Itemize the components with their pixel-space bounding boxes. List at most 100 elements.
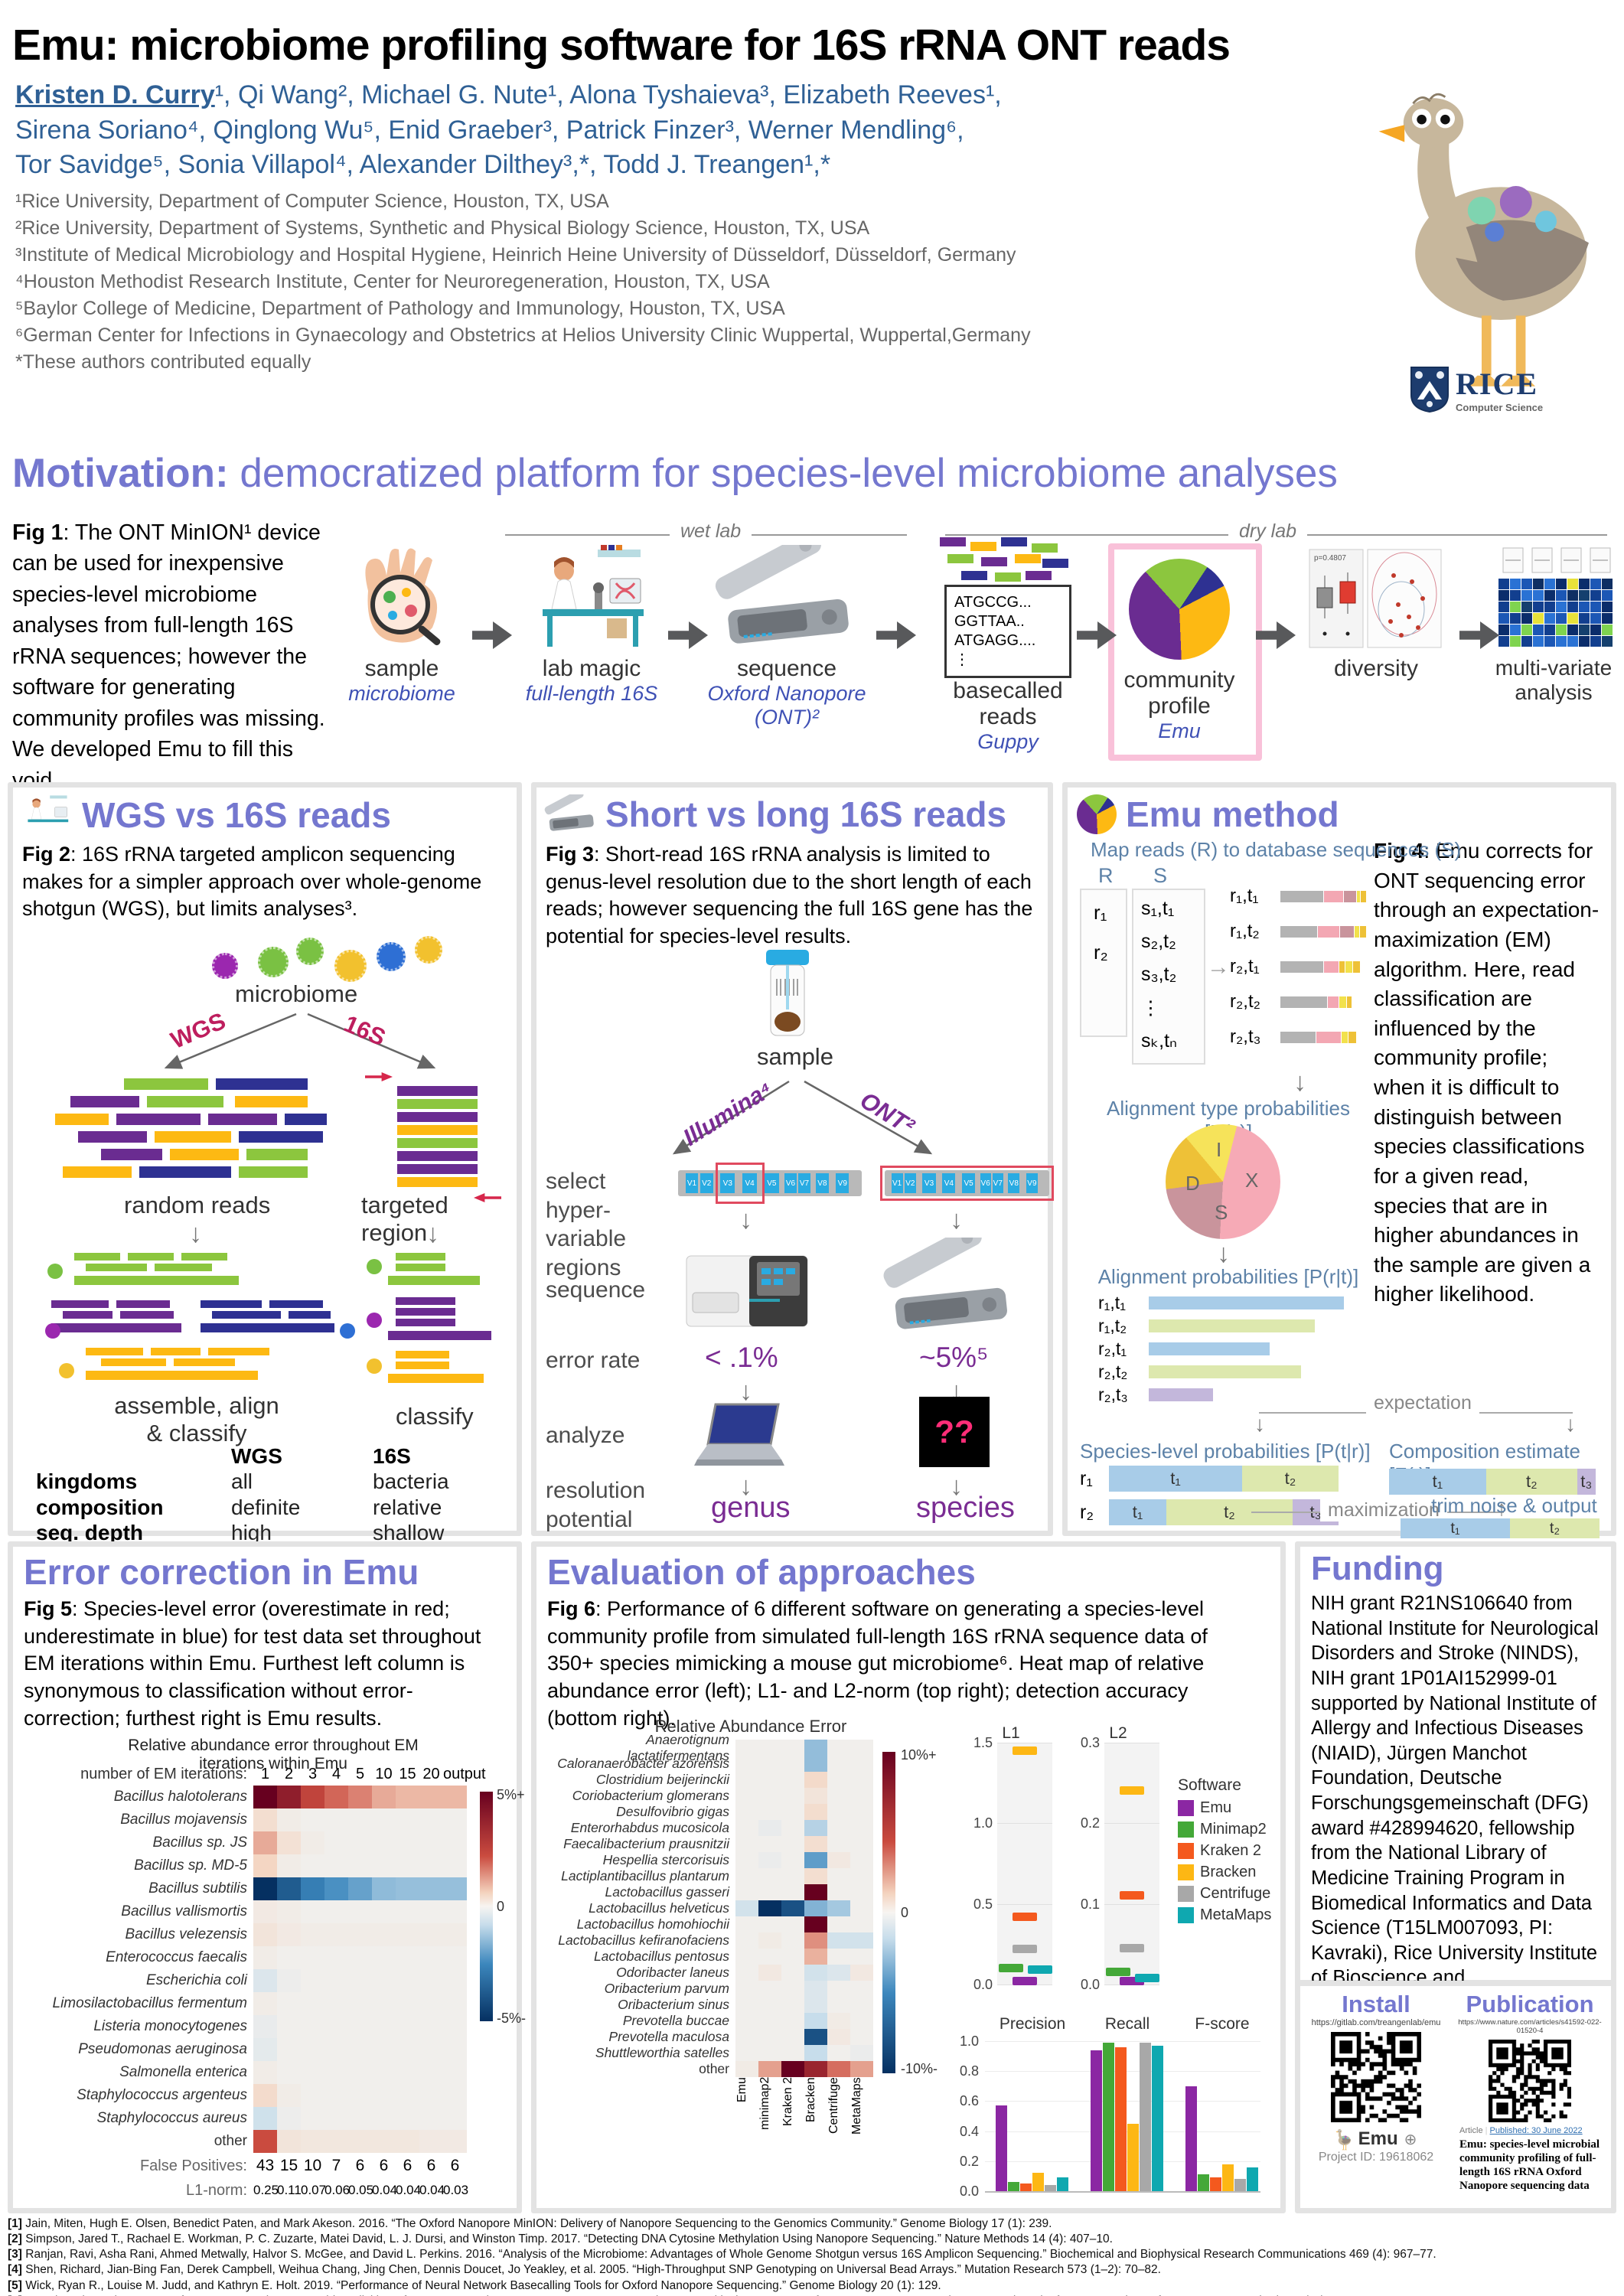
illumina-sequencer-icon: [686, 1255, 808, 1327]
alignment-row: r₁,t₁: [1230, 885, 1366, 907]
stacked-bar-segment: t₂: [1242, 1466, 1339, 1492]
alignment-row-label: r₁,t₁: [1230, 885, 1259, 906]
heatmap-cell: [735, 1997, 758, 2013]
segment-label: t₃: [1580, 1472, 1593, 1491]
heatmap-cell: [324, 1854, 348, 1877]
read-bar: [86, 1264, 147, 1271]
fig6-row-label: Prevotella buccae: [622, 2013, 729, 2028]
decorative-element: [1322, 631, 1327, 636]
read-bar: [101, 1149, 162, 1160]
fig6-row-label: Hespellia stercorisuis: [602, 1852, 729, 1867]
heatmap-cell: [850, 1740, 873, 1756]
v-region-segment: V1: [685, 1173, 699, 1193]
decorative-element: [1417, 381, 1442, 400]
heatmap-cell: [372, 1946, 396, 1969]
heatmap-cell: [781, 1868, 804, 1884]
reference-text: Simpson, Jared T., Rachael E. Workman, P…: [21, 2232, 1113, 2246]
heatmap-cell: [781, 1772, 804, 1788]
alignment-bar: [1280, 960, 1366, 973]
read-bar: [212, 1311, 281, 1319]
heatmap-cell: [372, 2061, 396, 2084]
bar: [1222, 2164, 1234, 2191]
heatmap-cell: [827, 1788, 850, 1804]
legend-chip: [1178, 1886, 1194, 1902]
decorative-element: [728, 598, 849, 644]
bar: [1198, 2174, 1209, 2191]
read-scatter: [935, 537, 1081, 585]
heatmap-cell: [804, 1916, 827, 1932]
heatmap-cell: [277, 2061, 301, 2084]
dry-lab-label: dry lab: [1228, 520, 1308, 543]
decorative-element: D: [1185, 1172, 1200, 1195]
microbe-icon: [340, 1323, 355, 1339]
decorative-element: [1498, 602, 1509, 612]
v-region-segment: V8: [1008, 1173, 1020, 1193]
heatmap-cell: [781, 1756, 804, 1772]
fig6-col-label: Bracken: [804, 2077, 817, 2122]
alignment-bar-segment: [1341, 1031, 1348, 1043]
fig5-row-label: Bacillus subtilis: [148, 1880, 247, 1896]
read-bar: [1032, 543, 1058, 553]
heatmap-cell: [277, 2130, 301, 2153]
decorative-element: [1590, 579, 1601, 589]
amplicon-bar: [397, 1086, 478, 1096]
down-arrow-icon: ↓: [950, 1472, 963, 1501]
right-arrow-icon: →: [1207, 954, 1230, 980]
heatmap-cell: [735, 1884, 758, 1900]
amplicon-bar: [397, 1151, 478, 1161]
norm-plot-tick: 0.2: [1080, 1815, 1100, 1831]
heatmap-cell: [396, 1831, 419, 1854]
heatmap-cell: [850, 1804, 873, 1820]
fig5-row-label: Escherichia coli: [146, 1972, 247, 1988]
fig1-caption-label: Fig 1: [12, 520, 64, 545]
segment-label: t₁: [1170, 1469, 1181, 1488]
gridline: [985, 2041, 1260, 2042]
affiliation-line: ¹Rice University, Department of Computer…: [15, 191, 609, 212]
laptop-icon: [694, 1403, 784, 1466]
fig5-row-label: Bacillus mojavensis: [120, 1812, 247, 1828]
decorative-element: [1544, 636, 1555, 647]
heatmap-cell: [735, 1772, 758, 1788]
emu-method-section-title: Emu method: [1126, 794, 1339, 834]
heatmap-cell: [348, 1992, 372, 2015]
decorative-element: [697, 1444, 781, 1459]
heatmap-cell: [827, 1836, 850, 1852]
alignment-bar-segment: [1353, 960, 1360, 973]
alignment-bar-segment: [1339, 925, 1355, 938]
step-label: diversity: [1333, 656, 1419, 681]
panel-evaluation: Evaluation of approaches Fig 6: Performa…: [531, 1541, 1286, 2213]
prob-bar-label: r₂,t₂: [1098, 1362, 1128, 1381]
stacked-bar: t₁ t₂: [1109, 1466, 1339, 1492]
heatmap-cell: [348, 2107, 372, 2130]
norm-plot-tick: 0.0: [973, 1977, 993, 1992]
evaluation-title: Evaluation of approaches: [547, 1552, 976, 1592]
norm-plot-title: L1: [1002, 1724, 1020, 1742]
affiliation-line: ⁵Baylor College of Medicine, Department …: [15, 298, 785, 319]
heatmap-cell: [781, 2061, 804, 2077]
heatmap-cell: [735, 2029, 758, 2045]
down-arrow-icon: ↓: [1254, 1412, 1265, 1436]
legend-item: Emu: [1178, 1799, 1277, 1817]
motivation-rest: democratized platform for species-level …: [240, 451, 1338, 496]
decorative-element: [706, 1403, 780, 1446]
heatmap-cell: [348, 1831, 372, 1854]
assembled-bar: [51, 1323, 181, 1332]
heatmap-cell: [301, 1877, 324, 1900]
decorative-element: [405, 605, 417, 617]
publication-card: Publication https://www.nature.com/artic…: [1453, 1991, 1606, 2193]
gridline: [1104, 1903, 1159, 1905]
norm-dash: [1013, 1944, 1037, 1953]
reference-text: Sczyrba, Alexander, Peter Hofmann, Peter…: [22, 2294, 1381, 2296]
install-qr-code: [1331, 2032, 1421, 2122]
random-reads-label: random reads: [124, 1192, 271, 1218]
rice-logo-subtext: Computer Science: [1456, 402, 1544, 413]
decorative-element: [553, 818, 579, 829]
heatmap-cell: [443, 1969, 467, 1992]
project-id: Project ID: 19618062: [1318, 2151, 1434, 2164]
heatmap-cell: [850, 2061, 873, 2077]
read-bar: [947, 554, 973, 563]
heatmap-cell: [277, 1946, 301, 1969]
heatmap-cell: [804, 1836, 827, 1852]
wgs-section-title: WGS vs 16S reads: [82, 795, 391, 835]
heatmap-cell: [804, 1900, 827, 1916]
